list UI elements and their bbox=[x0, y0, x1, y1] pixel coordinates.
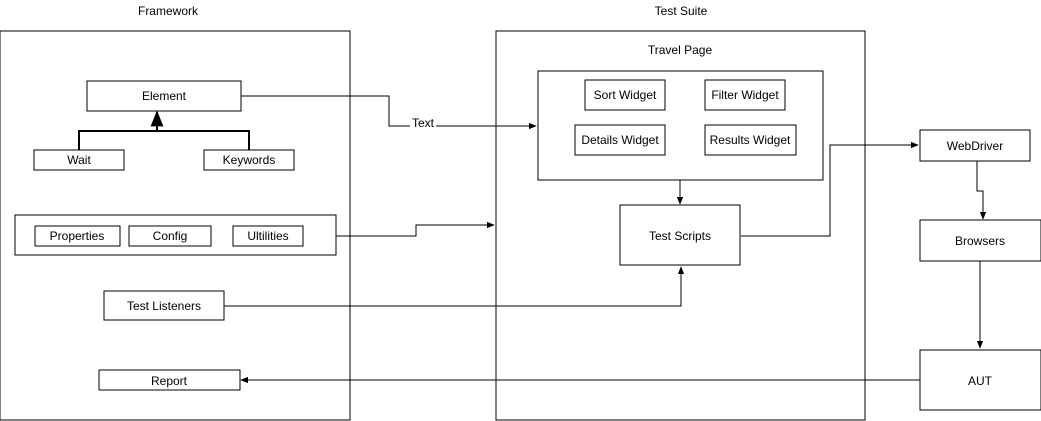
node-keywords: Keywords bbox=[203, 149, 295, 171]
node-details-widget: Details Widget bbox=[574, 124, 666, 156]
node-filter-widget: Filter Widget bbox=[704, 79, 786, 111]
node-test-scripts: Test Scripts bbox=[619, 204, 741, 266]
travel-page-title: Travel Page bbox=[648, 43, 713, 57]
node-browsers: Browsers bbox=[919, 219, 1041, 262]
node-filter-widget-label: Filter Widget bbox=[711, 88, 779, 102]
edge-label-text: Text bbox=[412, 116, 435, 130]
node-properties-label: Properties bbox=[50, 229, 105, 243]
edge-keywords-to-element bbox=[157, 130, 250, 150]
framework-title: Framework bbox=[138, 4, 199, 18]
node-keywords-label: Keywords bbox=[223, 153, 276, 167]
node-properties: Properties bbox=[34, 225, 121, 247]
node-browsers-label: Browsers bbox=[955, 234, 1005, 248]
node-element: Element bbox=[86, 80, 242, 112]
node-sort-widget-label: Sort Widget bbox=[594, 88, 657, 102]
edge-label-bg bbox=[410, 117, 436, 129]
node-details-widget-label: Details Widget bbox=[581, 133, 659, 147]
node-utilities: Ultilities bbox=[232, 225, 304, 247]
node-test-scripts-label: Test Scripts bbox=[649, 229, 711, 243]
node-wait-label: Wait bbox=[67, 153, 91, 167]
node-report: Report bbox=[98, 369, 241, 391]
edge-webdriver-to-browsers bbox=[976, 161, 987, 220]
node-config: Config bbox=[128, 225, 212, 247]
edges bbox=[78, 95, 987, 384]
node-results-widget-label: Results Widget bbox=[710, 133, 791, 147]
node-report-label: Report bbox=[151, 374, 188, 388]
node-webdriver: WebDriver bbox=[919, 129, 1031, 162]
node-webdriver-label: WebDriver bbox=[947, 139, 1003, 153]
edge-utilities-to-test-suite bbox=[336, 221, 495, 237]
edge-test-listeners-to-test-scripts bbox=[224, 266, 685, 307]
node-utilities-label: Ultilities bbox=[247, 229, 288, 243]
node-test-listeners: Test Listeners bbox=[103, 290, 225, 321]
node-test-listeners-label: Test Listeners bbox=[127, 299, 201, 313]
node-sort-widget: Sort Widget bbox=[584, 79, 666, 111]
edge-test-scripts-to-webdriver bbox=[741, 141, 919, 237]
test-suite-title: Test Suite bbox=[655, 4, 708, 18]
node-aut: AUT bbox=[919, 349, 1041, 411]
node-results-widget: Results Widget bbox=[704, 124, 797, 156]
node-wait: Wait bbox=[33, 149, 125, 171]
edge-wait-to-element bbox=[78, 130, 157, 150]
node-aut-label: AUT bbox=[968, 374, 993, 388]
node-config-label: Config bbox=[153, 229, 188, 243]
node-element-label: Element bbox=[142, 89, 187, 103]
edge-element-to-travel-page bbox=[241, 95, 537, 130]
